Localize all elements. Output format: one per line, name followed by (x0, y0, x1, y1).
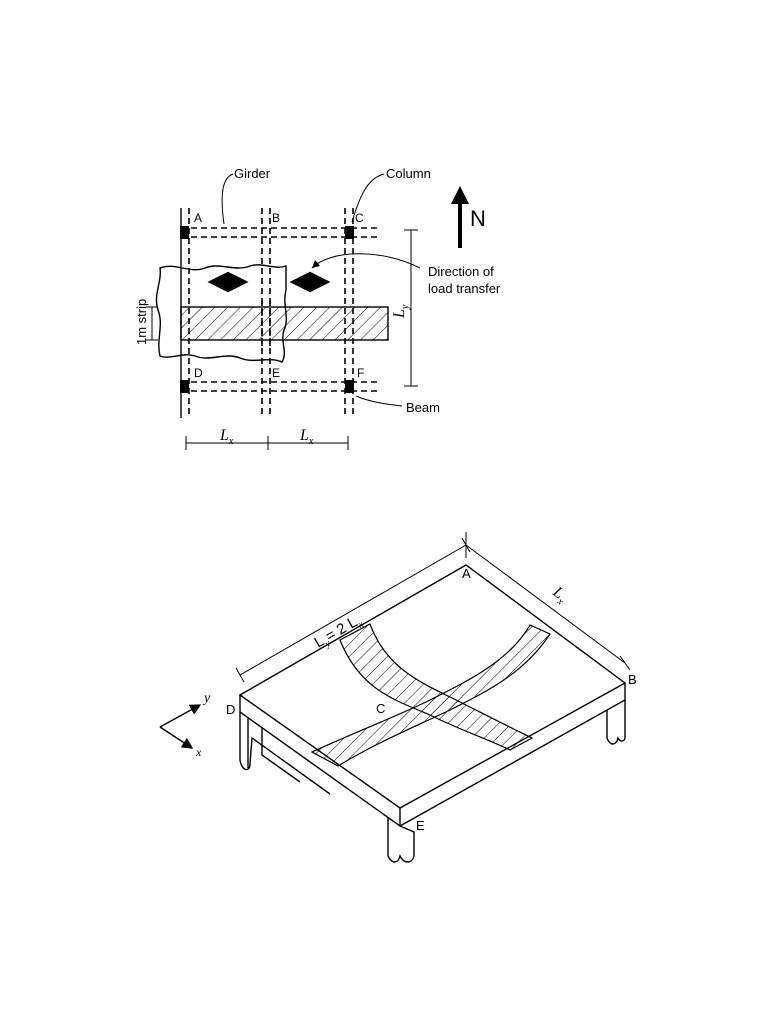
plan-node-e: E (272, 366, 280, 380)
lx-dimension-label-2: Lx (299, 427, 314, 447)
iso-node-a: A (462, 566, 471, 581)
column-f (345, 380, 354, 393)
axis-x-label: x (195, 745, 202, 759)
svg-text:1m strip: 1m strip (134, 299, 149, 345)
plan-node-a: A (194, 211, 202, 225)
column-d (180, 380, 189, 393)
plan-node-d: D (194, 366, 203, 380)
slab-front-edge (239, 695, 401, 828)
svg-text:Lx: Lx (547, 583, 571, 608)
girder-leader (221, 173, 234, 225)
ly-dimension-label: Ly (391, 304, 411, 319)
one-meter-strip (180, 306, 389, 341)
north-arrow-head (451, 186, 469, 204)
girder-label: Girder (234, 166, 271, 181)
column-c (345, 226, 354, 239)
direction-label-2: load transfer (428, 281, 501, 296)
inner-beam-hint (261, 728, 301, 783)
hatched-band-2 (310, 624, 551, 767)
svg-text:Ly: Ly (391, 304, 411, 319)
axis-y-arrow (159, 704, 202, 728)
iso-node-b: B (628, 672, 637, 687)
axis-x-arrow (159, 726, 194, 749)
axis-y-label: y (202, 691, 211, 706)
column-a (180, 226, 189, 239)
beam-leader (355, 395, 403, 407)
column-b-iso (606, 700, 626, 745)
plan-node-f: F (357, 366, 364, 380)
beam-label: Beam (406, 400, 440, 415)
iso-node-e: E (416, 818, 425, 833)
direction-leader (311, 253, 421, 269)
iso-ly-dimension-line (239, 544, 467, 676)
strip-dimension-label: 1m strip (134, 299, 149, 345)
isometric-view: Ly= 2 Lx Lx A B C D E y x (159, 532, 637, 863)
north-label: N (470, 206, 486, 231)
iso-lx-label: Lx (547, 583, 571, 608)
column-leader (351, 173, 385, 223)
plan-view: Direction of load transfer Girder Column… (134, 166, 501, 450)
cutaway-outline (155, 264, 287, 363)
plan-node-c: C (355, 211, 364, 225)
column-label: Column (386, 166, 431, 181)
left-edge-beam (239, 712, 331, 795)
iso-node-c: C (376, 701, 385, 716)
column-e-iso (387, 818, 415, 863)
plan-node-b: B (272, 211, 280, 225)
direction-label-1: Direction of (428, 264, 494, 279)
iso-node-d: D (226, 702, 235, 717)
iso-lx-dimension-line (465, 544, 626, 664)
hatched-band-1 (339, 623, 534, 751)
lx-dimension-label-1: Lx (219, 427, 234, 447)
